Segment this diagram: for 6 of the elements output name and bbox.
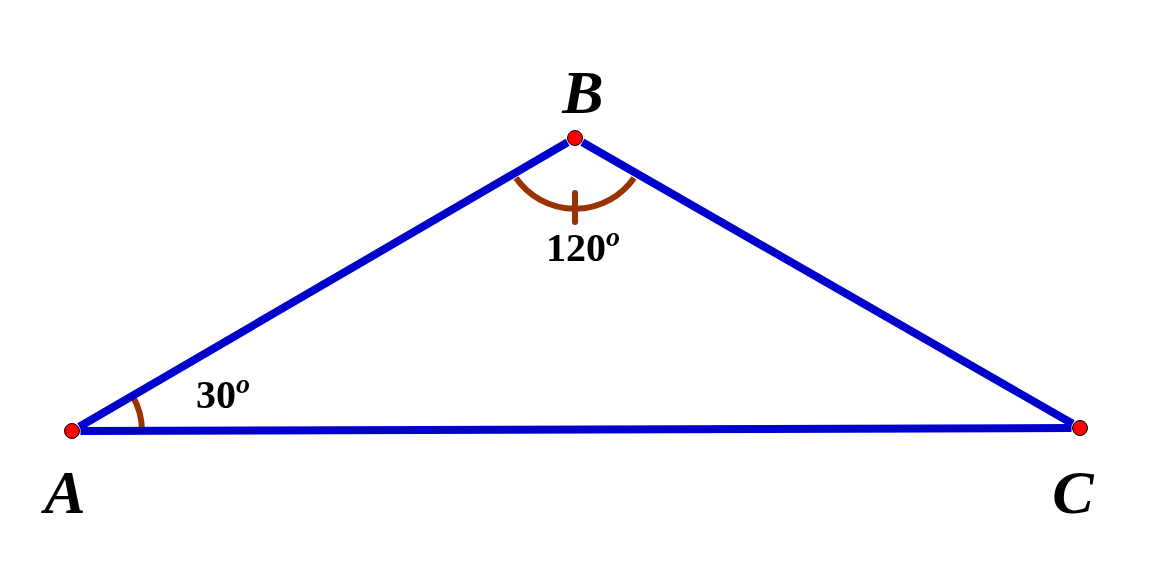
triangle-side [80,424,1072,435]
vertex-label: C [1052,461,1094,523]
triangle-side [580,138,1075,428]
angle-label: 30$^{o}$ [196,375,250,415]
vertex-label: B [562,61,604,123]
angle-label: 120$^{o}$ [546,228,620,268]
